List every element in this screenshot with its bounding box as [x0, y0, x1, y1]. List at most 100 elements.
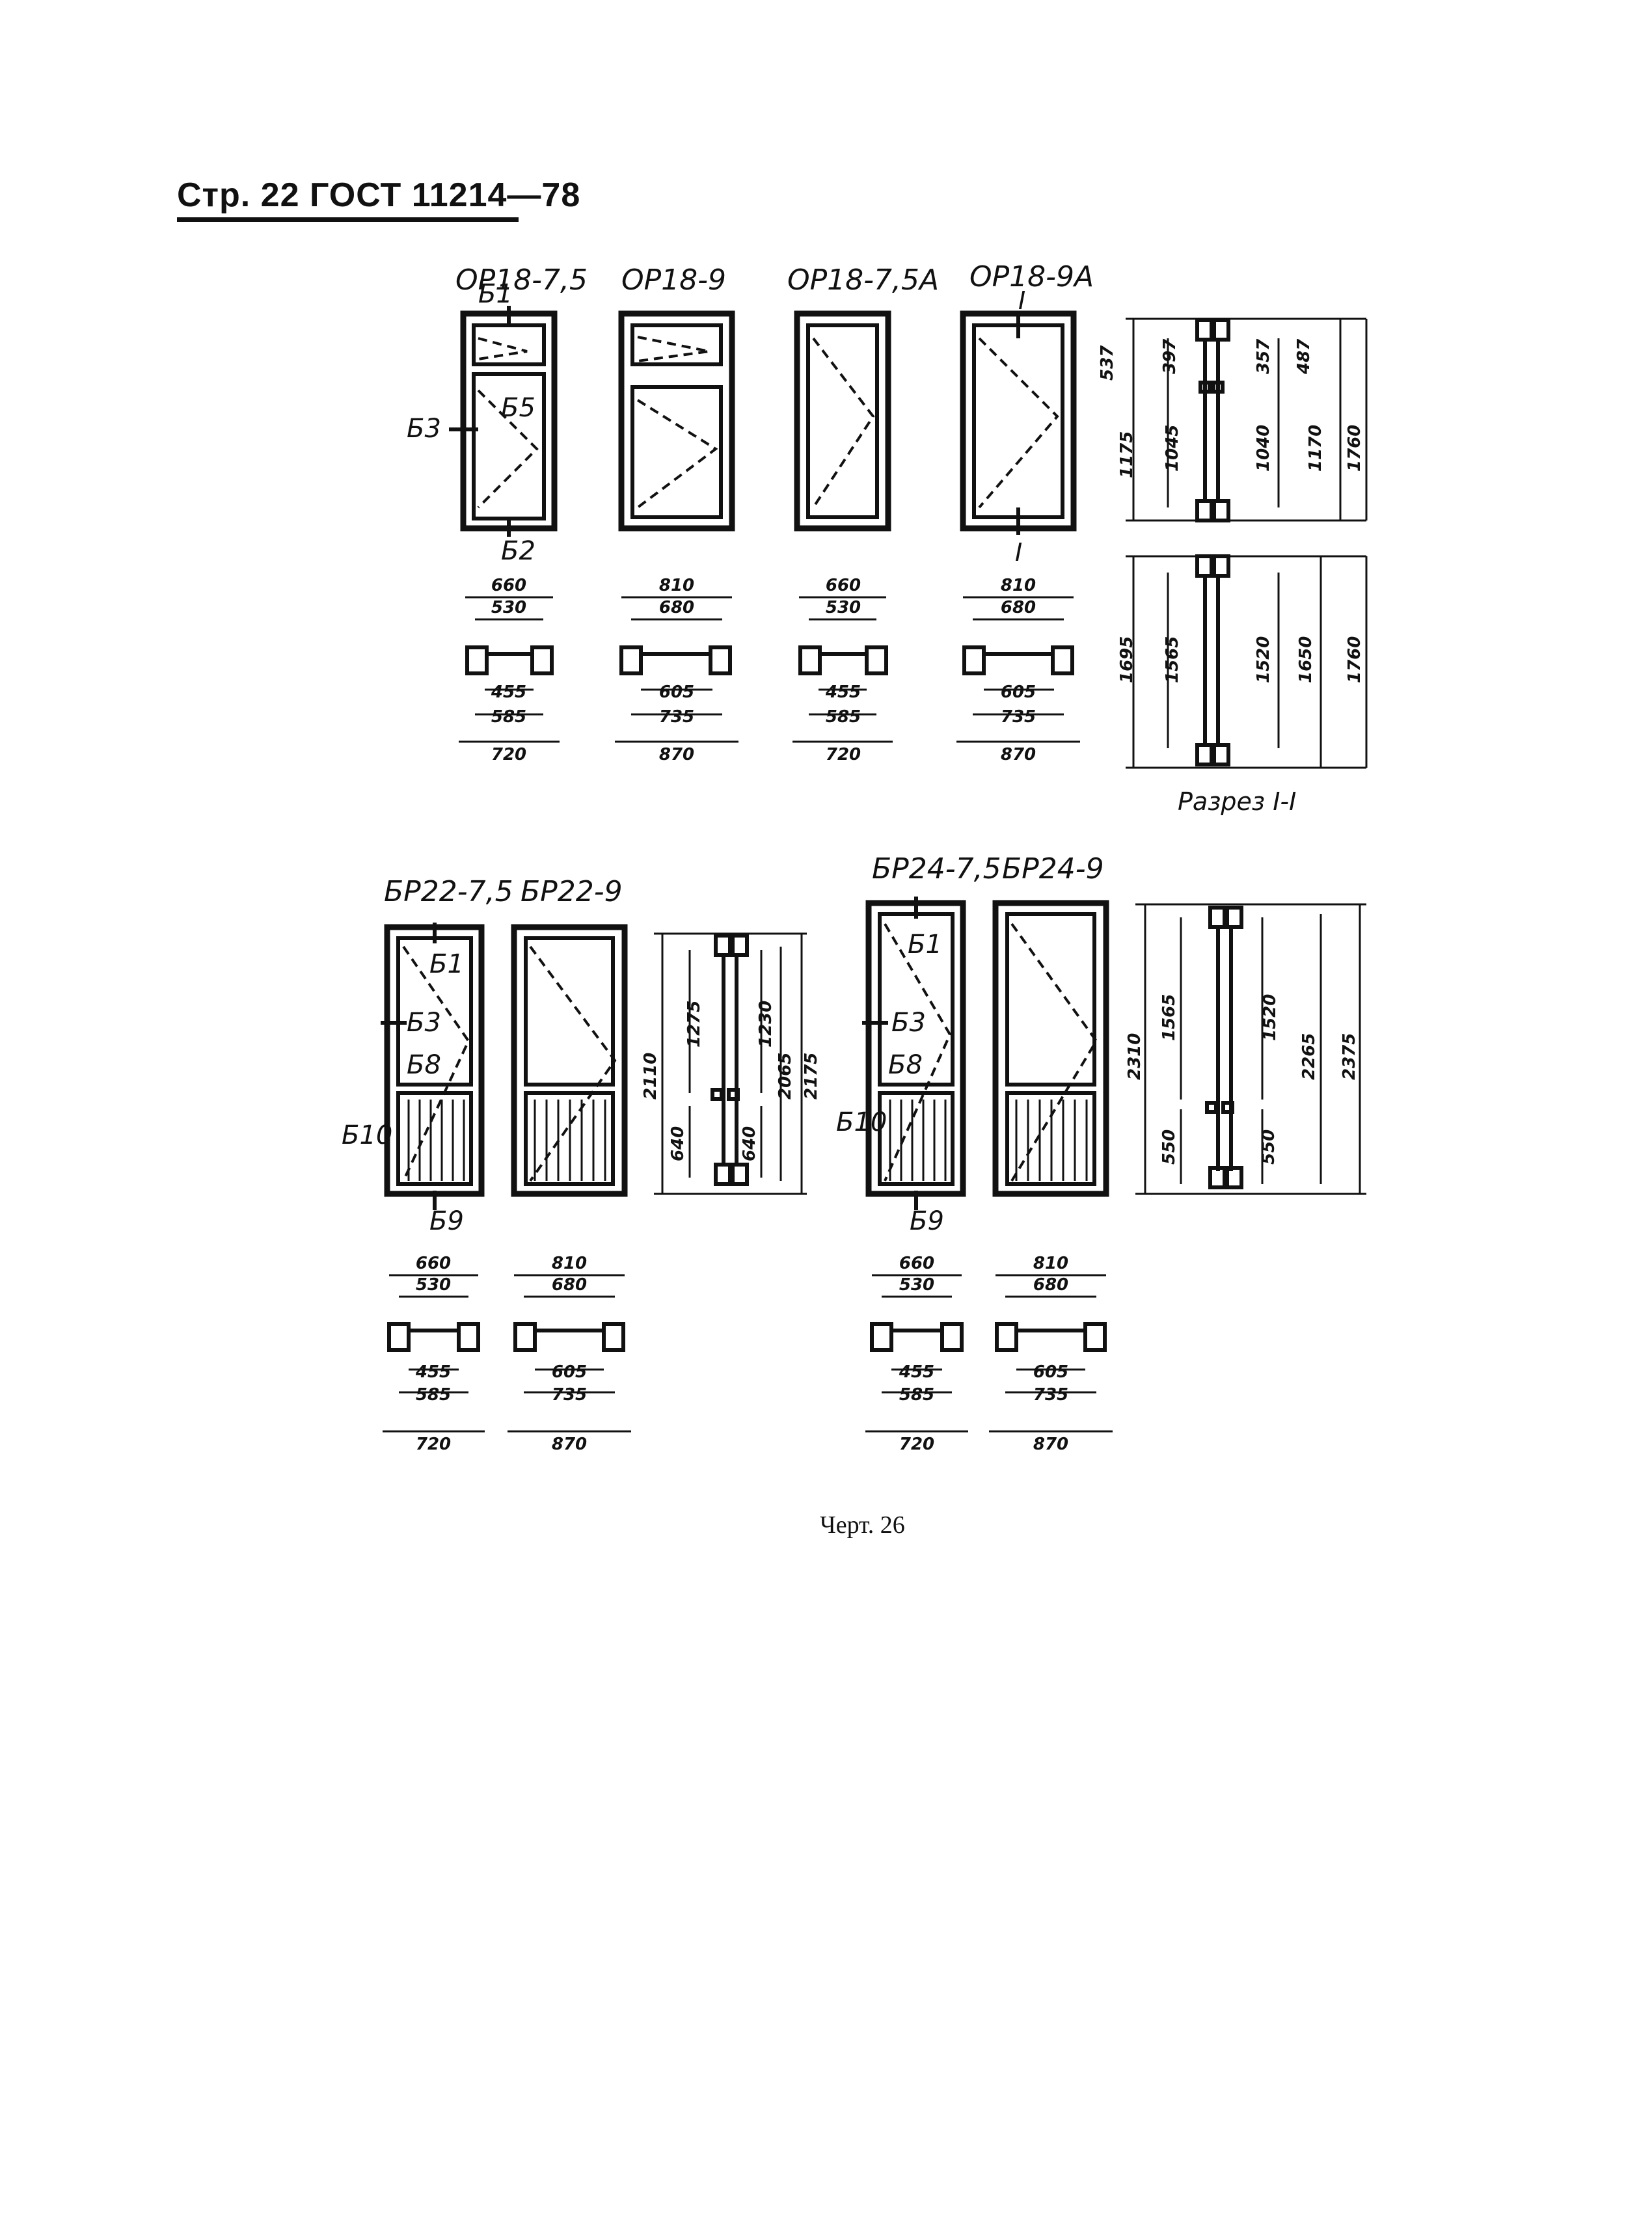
dim-sect-inner: 455 [899, 1362, 934, 1382]
mark-b2: Б2 [501, 536, 535, 566]
header-underline [177, 217, 519, 222]
dim-1275: 1275 [684, 1001, 704, 1047]
mark-b1: Б1 [478, 279, 513, 309]
dim-1520: 1520 [1260, 994, 1280, 1041]
dim-1230: 1230 [756, 1001, 776, 1047]
plan-or18-9: 810 680 605 735 870 [615, 576, 738, 764]
window-elevation-or18-75: ОР18-7,5 Б1 Б3 Б5 Б2 [407, 263, 588, 566]
page-header: Стр. 22 ГОСТ 11214—78 [177, 176, 581, 222]
dim-inner: 530 [416, 1275, 451, 1295]
dim-537: 537 [1098, 345, 1117, 381]
window-title: ОР18-7,5 [455, 263, 588, 297]
dim-sect-inner: 455 [491, 682, 526, 702]
dim-sect-mid: 585 [416, 1385, 451, 1405]
dim-total: 870 [552, 1435, 587, 1454]
dim-sect-inner: 455 [825, 682, 861, 702]
dim-sect-inner: 605 [659, 682, 694, 702]
plan-or18-75a: 660 530 455 585 720 [792, 576, 893, 764]
window-title: ОР18-7,5А [787, 263, 939, 297]
dim-total: 870 [659, 745, 694, 764]
dim-outer: 810 [552, 1254, 587, 1273]
dim-outer: 660 [899, 1254, 934, 1273]
door-elevation-br22-9: БР22-9 [511, 875, 628, 1197]
dim-outer: 660 [416, 1254, 451, 1273]
dim-outer: 810 [659, 576, 694, 595]
plan-br24-75: 660 530 455 585 720 [865, 1254, 968, 1454]
door-title: БР22-9 [521, 875, 623, 908]
window-title: ОР18-9 [621, 263, 726, 297]
section-window-upper: 537 397 357 487 1175 1045 1040 1170 1760 [1098, 317, 1368, 522]
dim-640a: 640 [668, 1126, 688, 1161]
dim-inner: 530 [491, 598, 526, 617]
dim-487: 487 [1294, 338, 1314, 375]
dim-sect-mid: 585 [491, 707, 526, 727]
dim-1650: 1650 [1296, 636, 1316, 683]
dim-sect-mid: 735 [1033, 1385, 1068, 1405]
dim-total: 720 [491, 745, 526, 764]
dim-sect-mid: 735 [659, 707, 694, 727]
dim-2065: 2065 [776, 1053, 795, 1100]
section-window-lower: 1695 1565 1520 1650 1760 Разрез I-I [1117, 554, 1368, 816]
window-title: ОР18-9А [969, 260, 1094, 293]
section-mark-top: I [1018, 286, 1025, 315]
dim-2265: 2265 [1299, 1033, 1319, 1080]
door-title: БР22-7,5 [384, 875, 513, 908]
section-label: Разрез I-I [1178, 787, 1296, 816]
dim-inner: 680 [659, 598, 694, 617]
dim-550b: 550 [1259, 1129, 1279, 1165]
dim-1520: 1520 [1254, 636, 1273, 683]
dim-1760b: 1760 [1345, 636, 1364, 683]
mark-b9: Б9 [910, 1206, 944, 1236]
standard-number: ГОСТ 11214—78 [309, 176, 581, 214]
dim-1045: 1045 [1163, 425, 1182, 472]
dim-1565: 1565 [1159, 994, 1179, 1041]
door-elevation-br24-75: БР24-7,5 Б1 Б3 Б8 Б10 Б9 [836, 852, 1001, 1236]
dim-357: 357 [1254, 338, 1273, 374]
dim-1695: 1695 [1117, 636, 1137, 683]
dim-sect-inner: 605 [1001, 682, 1036, 702]
dim-inner: 530 [899, 1275, 934, 1295]
dim-inner: 680 [1033, 1275, 1068, 1295]
dim-1170: 1170 [1306, 425, 1325, 472]
section-door-br24: 2310 1565 1520 2265 2375 550 550 [1125, 903, 1366, 1195]
plan-br22-9: 810 680 605 735 870 [508, 1254, 631, 1454]
section-mark-bottom: I [1015, 538, 1022, 567]
dim-outer: 810 [1001, 576, 1036, 595]
mark-b3: Б3 [407, 1008, 441, 1038]
dim-1760: 1760 [1345, 425, 1364, 472]
mark-b8: Б8 [407, 1050, 441, 1080]
figure-caption: Черт. 26 [820, 1511, 905, 1539]
plan-or18-9a: 810 680 605 735 870 [956, 576, 1080, 764]
mark-b5: Б5 [501, 393, 535, 423]
dim-2310: 2310 [1125, 1033, 1144, 1080]
mark-b9: Б9 [429, 1206, 464, 1236]
plan-br22-75: 660 530 455 585 720 [383, 1254, 485, 1454]
dim-total: 720 [416, 1435, 451, 1454]
mark-b8: Б8 [888, 1050, 923, 1080]
dim-sect-mid: 735 [552, 1385, 587, 1405]
dim-1175: 1175 [1117, 431, 1137, 478]
dim-inner: 530 [826, 598, 861, 617]
dim-2375: 2375 [1340, 1033, 1359, 1080]
dim-550a: 550 [1159, 1129, 1179, 1165]
mark-b1: Б1 [908, 930, 942, 960]
dim-2175: 2175 [802, 1053, 821, 1100]
dim-640b: 640 [740, 1126, 759, 1161]
mark-b10: Б10 [342, 1120, 392, 1150]
dim-sect-inner: 605 [552, 1362, 587, 1382]
mark-b3: Б3 [891, 1008, 926, 1038]
window-elevation-or18-9a: ОР18-9А I I [960, 260, 1094, 567]
dim-total: 720 [826, 745, 861, 764]
dim-total: 870 [1001, 745, 1036, 764]
door-title: БР24-7,5 [872, 852, 1001, 885]
door-elevation-br22-75: БР22-7,5 Б1 Б3 Б8 Б10 Б9 [342, 875, 513, 1236]
dim-397: 397 [1160, 338, 1180, 374]
section-door-br22: 2110 1275 1230 2065 2175 640 640 [641, 932, 821, 1195]
mark-b3: Б3 [407, 414, 441, 444]
dim-sect-mid: 585 [826, 707, 861, 727]
dim-1040: 1040 [1254, 425, 1273, 472]
window-elevation-or18-9: ОР18-9 [618, 263, 735, 532]
dim-total: 720 [899, 1435, 934, 1454]
dim-inner: 680 [1001, 598, 1036, 617]
